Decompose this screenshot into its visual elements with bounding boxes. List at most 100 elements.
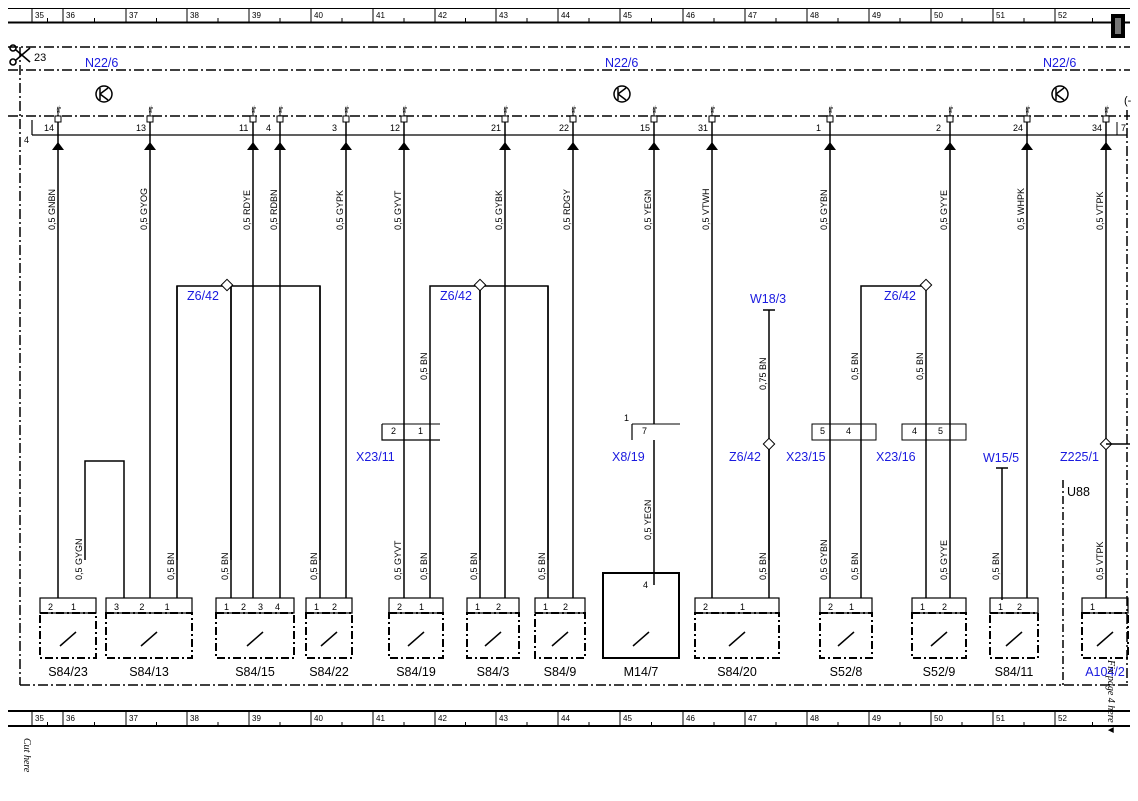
wire-label: 0,5 RDBN <box>269 189 279 230</box>
wire-label: 0,5 BN <box>309 552 319 580</box>
ruler-cell-label: 44 <box>561 11 570 20</box>
connector-label: N22/6 <box>85 56 118 70</box>
component-pin: 4 <box>275 602 280 612</box>
component-pin: 1 <box>920 602 925 612</box>
cut-here-label: Cut here <box>21 738 32 773</box>
pin-number: 14 <box>44 123 54 133</box>
wire-label: 0,5 YEGN <box>643 190 653 230</box>
component-pin: 1 <box>224 602 229 612</box>
component-pin: 2 <box>139 602 144 612</box>
connector-x23-15: 5 4 X23/15 <box>786 423 877 464</box>
pin-number: 2 <box>936 123 941 133</box>
transistor-icon <box>95 85 113 103</box>
connector-label: N22/6 <box>1043 56 1076 70</box>
ruler-cell-label: 38 <box>190 714 199 723</box>
pin-number: 4 <box>266 123 271 133</box>
wire-label: 0,5 GYVT <box>393 190 403 230</box>
ground-label: Z6/42 <box>440 289 472 303</box>
ruler-cell-label: 51 <box>996 11 1005 20</box>
component-label: S84/23 <box>48 665 88 679</box>
ground-link-2 <box>429 285 549 560</box>
connector-pin: sig.340,5 VTPK <box>1092 105 1112 230</box>
connector-label: X8/19 <box>612 450 645 464</box>
fix-here-label: Fix page 4 here ▼ <box>1105 659 1116 735</box>
transistor-icon <box>1051 85 1069 103</box>
wire-label: 0,5 RDYE <box>242 190 252 230</box>
component-pin: 1 <box>71 602 76 612</box>
connector-pin: sig.110,5 RDYE <box>239 105 259 230</box>
wire-label: 0,5 YEGN <box>643 500 653 540</box>
sig-label: sig. <box>1104 105 1110 113</box>
connector-label: X23/11 <box>356 450 395 464</box>
wire-label: 0,5 BN <box>419 552 429 580</box>
wire-label: 0,5 BN <box>469 552 479 580</box>
component-pin: 2 <box>563 602 568 612</box>
pin-number: 11 <box>239 123 248 133</box>
ruler-cell-label: 48 <box>810 11 819 20</box>
ground-point-diamond <box>473 278 487 292</box>
ruler-cell-label: 44 <box>561 714 570 723</box>
sig-label: sig. <box>278 105 284 113</box>
connector-pin: sig.30,5 GYPK <box>332 105 352 230</box>
ruler-cell-label: 52 <box>1058 11 1067 20</box>
connector-pin: sig.150,5 YEGN <box>640 105 660 230</box>
ground-label: Z6/42 <box>187 289 219 303</box>
wire-label: 0,5 BN <box>537 552 547 580</box>
wire-label: 0,5 GYGN <box>74 538 84 580</box>
sig-label: sig. <box>1025 105 1031 113</box>
component-pin: 4 <box>643 580 648 590</box>
transistor-icon <box>613 85 631 103</box>
pin-number: 12 <box>390 123 400 133</box>
ruler-cell-label: 50 <box>934 11 943 20</box>
sig-label: sig. <box>948 105 954 113</box>
component-pin: 2 <box>1017 602 1022 612</box>
ruler-cell-label: 45 <box>623 714 632 723</box>
wire-label: 0,5 BN <box>850 352 860 380</box>
svg-text:1: 1 <box>624 413 629 423</box>
wire-label: 0,5 GYVT <box>393 540 403 580</box>
svg-text:1: 1 <box>418 426 423 436</box>
pin-number: 21 <box>491 123 501 133</box>
scissors-icon <box>9 44 31 66</box>
wire-label: 0,5 BN <box>220 552 230 580</box>
pin-number: 22 <box>559 123 569 133</box>
pin-number: 31 <box>698 123 708 133</box>
wire-label: 0,75 BN <box>758 357 768 390</box>
component-pin: 1 <box>543 602 548 612</box>
ruler-cell-label: 37 <box>129 11 138 20</box>
pin-number: 1 <box>816 123 821 133</box>
wire-label: 0,5 WHPK <box>1016 188 1026 230</box>
ground-label: Z6/42 <box>884 289 916 303</box>
svg-text:5: 5 <box>938 426 943 436</box>
wire-label: 0,5 VTPK <box>1095 191 1105 230</box>
ruler-cell-label: 40 <box>314 11 323 20</box>
ruler-cell-label: 42 <box>438 714 447 723</box>
connector-pin: sig.120,5 GYVT <box>390 105 410 230</box>
svg-text:2: 2 <box>391 426 396 436</box>
ground-label: W15/5 <box>983 451 1019 465</box>
component-pin: 1 <box>314 602 319 612</box>
ruler-cell-label: 47 <box>748 714 757 723</box>
wire-label: 0,5 VTWH <box>701 188 711 230</box>
connector-pin: sig. 31 0,5 VTWH <box>698 105 718 230</box>
ruler-cell-label: 46 <box>686 11 695 20</box>
component-pin: 3 <box>258 602 263 612</box>
connector-pin: sig.220,5 RDGY <box>559 105 579 230</box>
sig-label: sig. <box>710 105 716 113</box>
ruler-cell-label: 42 <box>438 11 447 20</box>
wire-label: 0,5 GYBN <box>819 539 829 580</box>
component-label: S52/8 <box>830 665 863 679</box>
component-label: A104/2 <box>1085 665 1125 679</box>
component-pin: 1 <box>165 602 170 612</box>
svg-text:4: 4 <box>912 426 917 436</box>
wire-label: 0,5 VTPK <box>1095 541 1105 580</box>
wire-label: 0,5 GYBK <box>494 190 504 230</box>
